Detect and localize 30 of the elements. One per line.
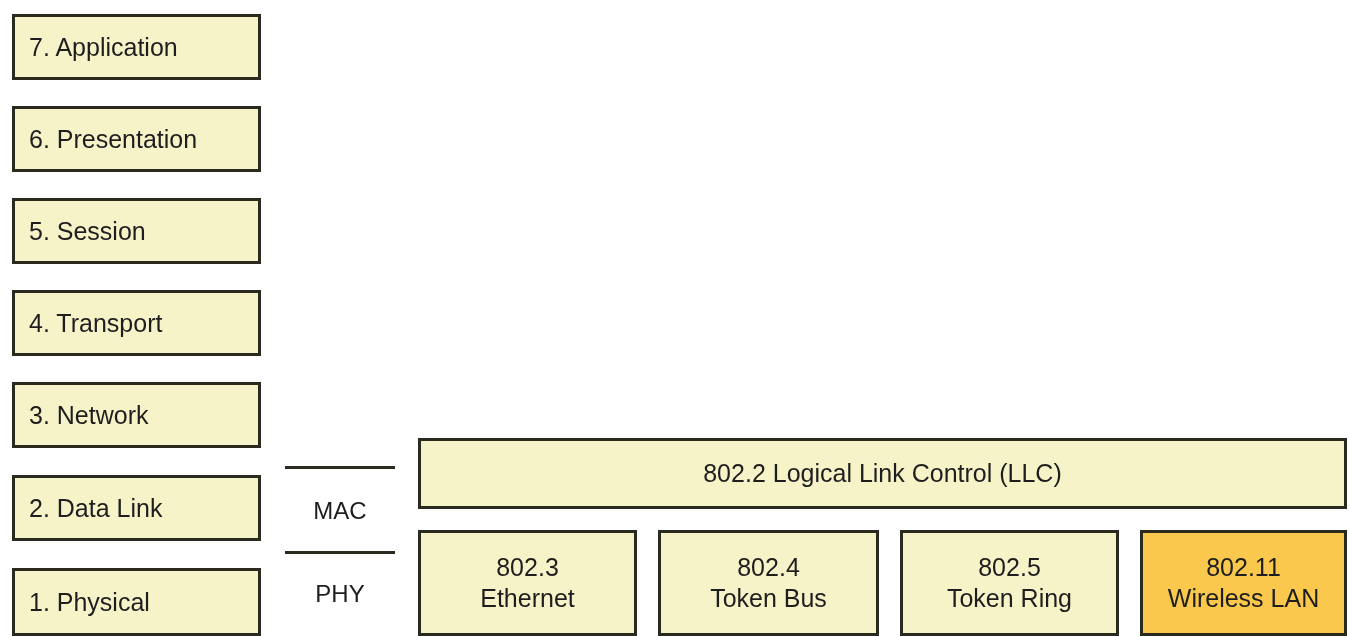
box-text: 802.4 xyxy=(737,552,800,583)
layer-box xyxy=(418,530,637,636)
layer-box xyxy=(12,14,261,80)
box-text: 4. Transport xyxy=(29,307,163,339)
box-text: 1. Physical xyxy=(29,586,150,618)
layer-box xyxy=(12,475,261,541)
layer-box xyxy=(658,530,879,636)
box-text: 802.5 xyxy=(978,552,1041,583)
box-text: 2. Data Link xyxy=(29,492,163,524)
highlighted-box xyxy=(1140,530,1347,636)
box-text: 6. Presentation xyxy=(29,123,198,155)
layer-box xyxy=(418,438,1347,509)
sublayer-label: PHY xyxy=(314,580,366,608)
layer-box xyxy=(900,530,1119,636)
box-text: 802.11 xyxy=(1206,552,1281,583)
layer-box xyxy=(12,382,261,448)
layer-box xyxy=(12,106,261,172)
box-text: Token Bus xyxy=(710,583,827,614)
box-text: Ethernet xyxy=(480,583,575,614)
box-text: 802.2 Logical Link Control (LLC) xyxy=(703,458,1062,489)
box-text: 7. Application xyxy=(29,31,178,63)
layer-box xyxy=(12,568,261,636)
layer-box xyxy=(12,198,261,264)
box-text: 3. Network xyxy=(29,399,149,431)
box-text: 5. Session xyxy=(29,215,146,247)
layer-box xyxy=(12,290,261,356)
box-text: Wireless LAN xyxy=(1167,583,1320,614)
box-text: 802.3 xyxy=(496,552,559,583)
box-text: Token Ring xyxy=(946,583,1073,614)
sublayer-label: MAC xyxy=(312,497,368,525)
